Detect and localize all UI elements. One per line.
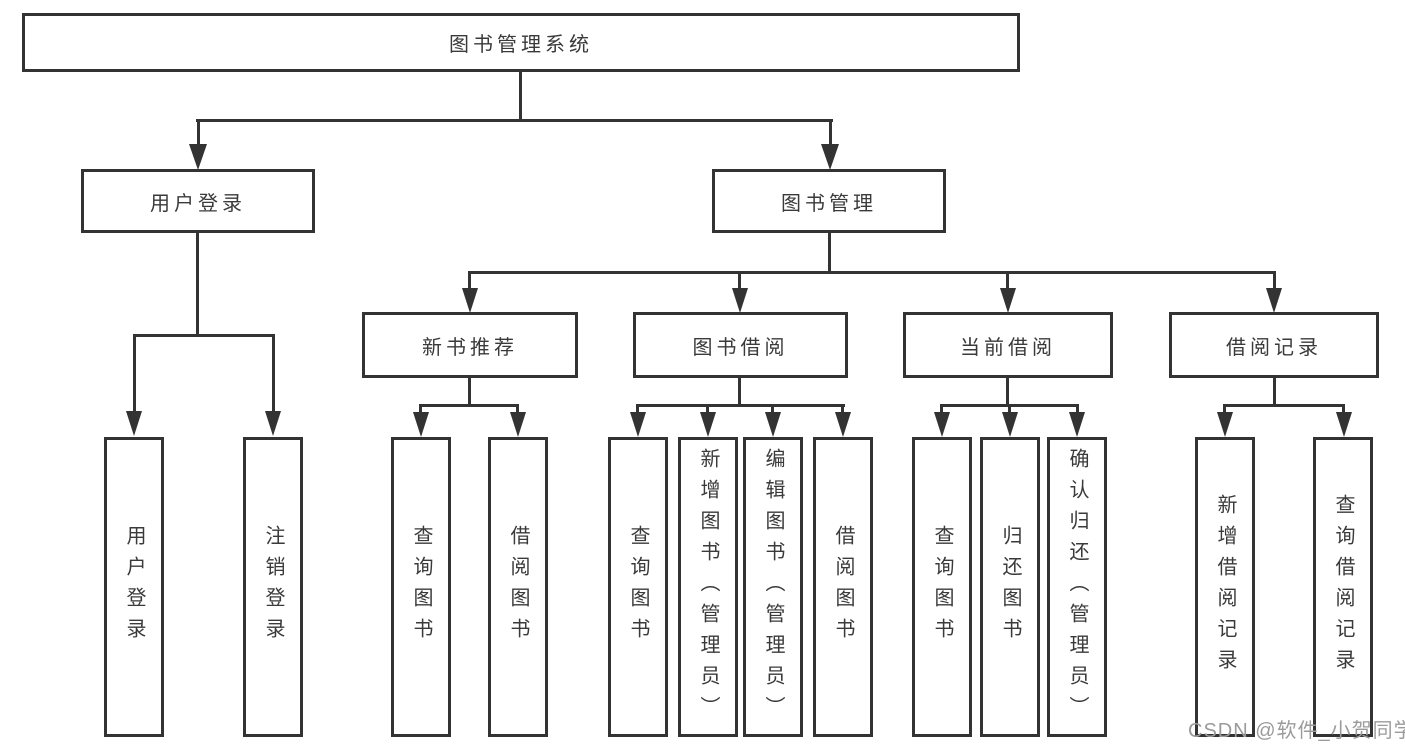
- leaf-confirm-return-admin: 确认归还（管理员）: [1047, 437, 1107, 737]
- node-user-login: 用户登录: [81, 169, 315, 233]
- arrow-down-icon: [1069, 412, 1085, 437]
- arrow-down-icon: [700, 412, 716, 437]
- arrow-down-icon: [413, 412, 429, 437]
- arrow-down-icon: [630, 412, 646, 437]
- node-borrow-record-label: 借阅记录: [1226, 336, 1322, 359]
- arrow-down-icon: [765, 412, 781, 437]
- arrow-down-icon: [265, 411, 281, 436]
- leaf-return-books: 归还图书: [980, 437, 1040, 737]
- leaf-confirm-return-admin-label: 确认归还（管理员）: [1066, 447, 1088, 727]
- connector-userlogin-drop-1: [133, 334, 136, 412]
- leaf-query-books-borrow: 查询图书: [608, 437, 668, 737]
- arrow-down-icon: [462, 288, 478, 313]
- node-book-borrow-label: 图书借阅: [692, 336, 789, 359]
- arrow-down-icon: [126, 411, 142, 436]
- leaf-query-books-current-label: 查询图书: [931, 525, 953, 649]
- leaf-logout-label: 注销登录: [262, 525, 284, 649]
- leaf-user-login: 用户登录: [104, 437, 164, 737]
- leaf-add-books-admin: 新增图书（管理员）: [678, 437, 738, 737]
- connector-borrowrecord-split: [1223, 404, 1345, 407]
- node-root-label: 图书管理系统: [449, 34, 593, 56]
- leaf-return-books-label: 归还图书: [999, 525, 1021, 649]
- node-book-management: 图书管理: [712, 169, 946, 233]
- connector-borrowrecord-drop-2: [1342, 404, 1345, 414]
- connector-newbook-drop-1: [419, 404, 422, 414]
- connector-bookborrow-drop-1: [636, 404, 639, 414]
- node-current-borrow-label: 当前借阅: [960, 336, 1056, 359]
- leaf-borrow-books: 借阅图书: [813, 437, 873, 737]
- connector-borrowrecord-stem: [1273, 378, 1276, 406]
- leaf-add-borrow-record-label: 新增借阅记录: [1214, 494, 1236, 680]
- arrow-down-icon: [934, 412, 950, 437]
- connector-bookborrow-drop-4: [841, 404, 844, 414]
- node-new-book-recommend-label: 新书推荐: [422, 336, 518, 359]
- node-borrow-record: 借阅记录: [1169, 312, 1379, 378]
- leaf-edit-books-admin: 编辑图书（管理员）: [743, 437, 803, 737]
- connector-bookmgmt-drop-2: [738, 271, 741, 289]
- node-root-system: 图书管理系统: [22, 13, 1020, 72]
- arrow-down-icon: [1266, 288, 1282, 313]
- node-book-borrow: 图书借阅: [633, 312, 848, 378]
- connector-bookmgmt-stem: [828, 233, 831, 272]
- arrow-down-icon: [732, 288, 748, 313]
- arrow-down-icon: [1002, 412, 1018, 437]
- arrow-down-icon: [1336, 412, 1352, 437]
- connector-root-left-drop: [197, 119, 200, 145]
- leaf-add-books-admin-label: 新增图书（管理员）: [697, 447, 719, 727]
- arrow-down-icon: [510, 412, 526, 437]
- connector-newbook-split: [419, 404, 519, 407]
- connector-bookmgmt-drop-1: [468, 271, 471, 289]
- connector-currentborrow-drop-2: [1008, 404, 1011, 414]
- connector-newbook-stem: [468, 378, 471, 406]
- arrow-down-icon: [835, 412, 851, 437]
- connector-bookmgmt-drop-4: [1273, 271, 1276, 289]
- node-user-login-label: 用户登录: [150, 192, 246, 215]
- connector-bookborrow-split: [636, 404, 845, 407]
- leaf-borrow-books-label: 借阅图书: [832, 525, 854, 649]
- arrow-down-icon: [821, 144, 839, 170]
- arrow-down-icon: [189, 144, 207, 170]
- arrow-down-icon: [1217, 412, 1233, 437]
- connector-userlogin-split: [133, 334, 275, 337]
- connector-bookborrow-drop-2: [706, 404, 709, 414]
- connector-root-right-drop: [829, 119, 832, 145]
- connector-newbook-drop-2: [516, 404, 519, 414]
- connector-currentborrow-stem: [1006, 378, 1009, 406]
- watermark-text: CSDN @软件_小贺同学: [1188, 720, 1405, 742]
- connector-root-split: [196, 119, 833, 122]
- node-new-book-recommend: 新书推荐: [362, 312, 578, 378]
- leaf-query-books-recommend: 查询图书: [391, 437, 451, 737]
- connector-currentborrow-drop-3: [1076, 404, 1079, 414]
- node-current-borrow: 当前借阅: [903, 312, 1113, 378]
- leaf-query-borrow-record: 查询借阅记录: [1313, 437, 1373, 737]
- connector-userlogin-drop-2: [272, 334, 275, 412]
- node-book-management-label: 图书管理: [781, 192, 877, 215]
- connector-bookborrow-stem: [738, 378, 741, 406]
- connector-borrowrecord-drop-1: [1223, 404, 1226, 414]
- leaf-query-books-recommend-label: 查询图书: [410, 525, 432, 649]
- leaf-query-borrow-record-label: 查询借阅记录: [1332, 494, 1354, 680]
- leaf-edit-books-admin-label: 编辑图书（管理员）: [762, 447, 784, 727]
- leaf-query-books-borrow-label: 查询图书: [627, 525, 649, 649]
- arrow-down-icon: [1000, 288, 1016, 313]
- leaf-add-borrow-record: 新增借阅记录: [1195, 437, 1255, 737]
- leaf-query-books-current: 查询图书: [912, 437, 972, 737]
- connector-currentborrow-drop-1: [940, 404, 943, 414]
- leaf-user-login-label: 用户登录: [123, 525, 145, 649]
- connector-bookmgmt-drop-3: [1006, 271, 1009, 289]
- leaf-borrow-books-recommend-label: 借阅图书: [507, 525, 529, 649]
- connector-userlogin-stem: [196, 233, 199, 336]
- connector-bookmgmt-split: [468, 271, 1276, 274]
- leaf-logout: 注销登录: [243, 437, 303, 737]
- connector-bookborrow-drop-3: [771, 404, 774, 414]
- leaf-borrow-books-recommend: 借阅图书: [488, 437, 548, 737]
- connector-root-stem: [519, 72, 522, 119]
